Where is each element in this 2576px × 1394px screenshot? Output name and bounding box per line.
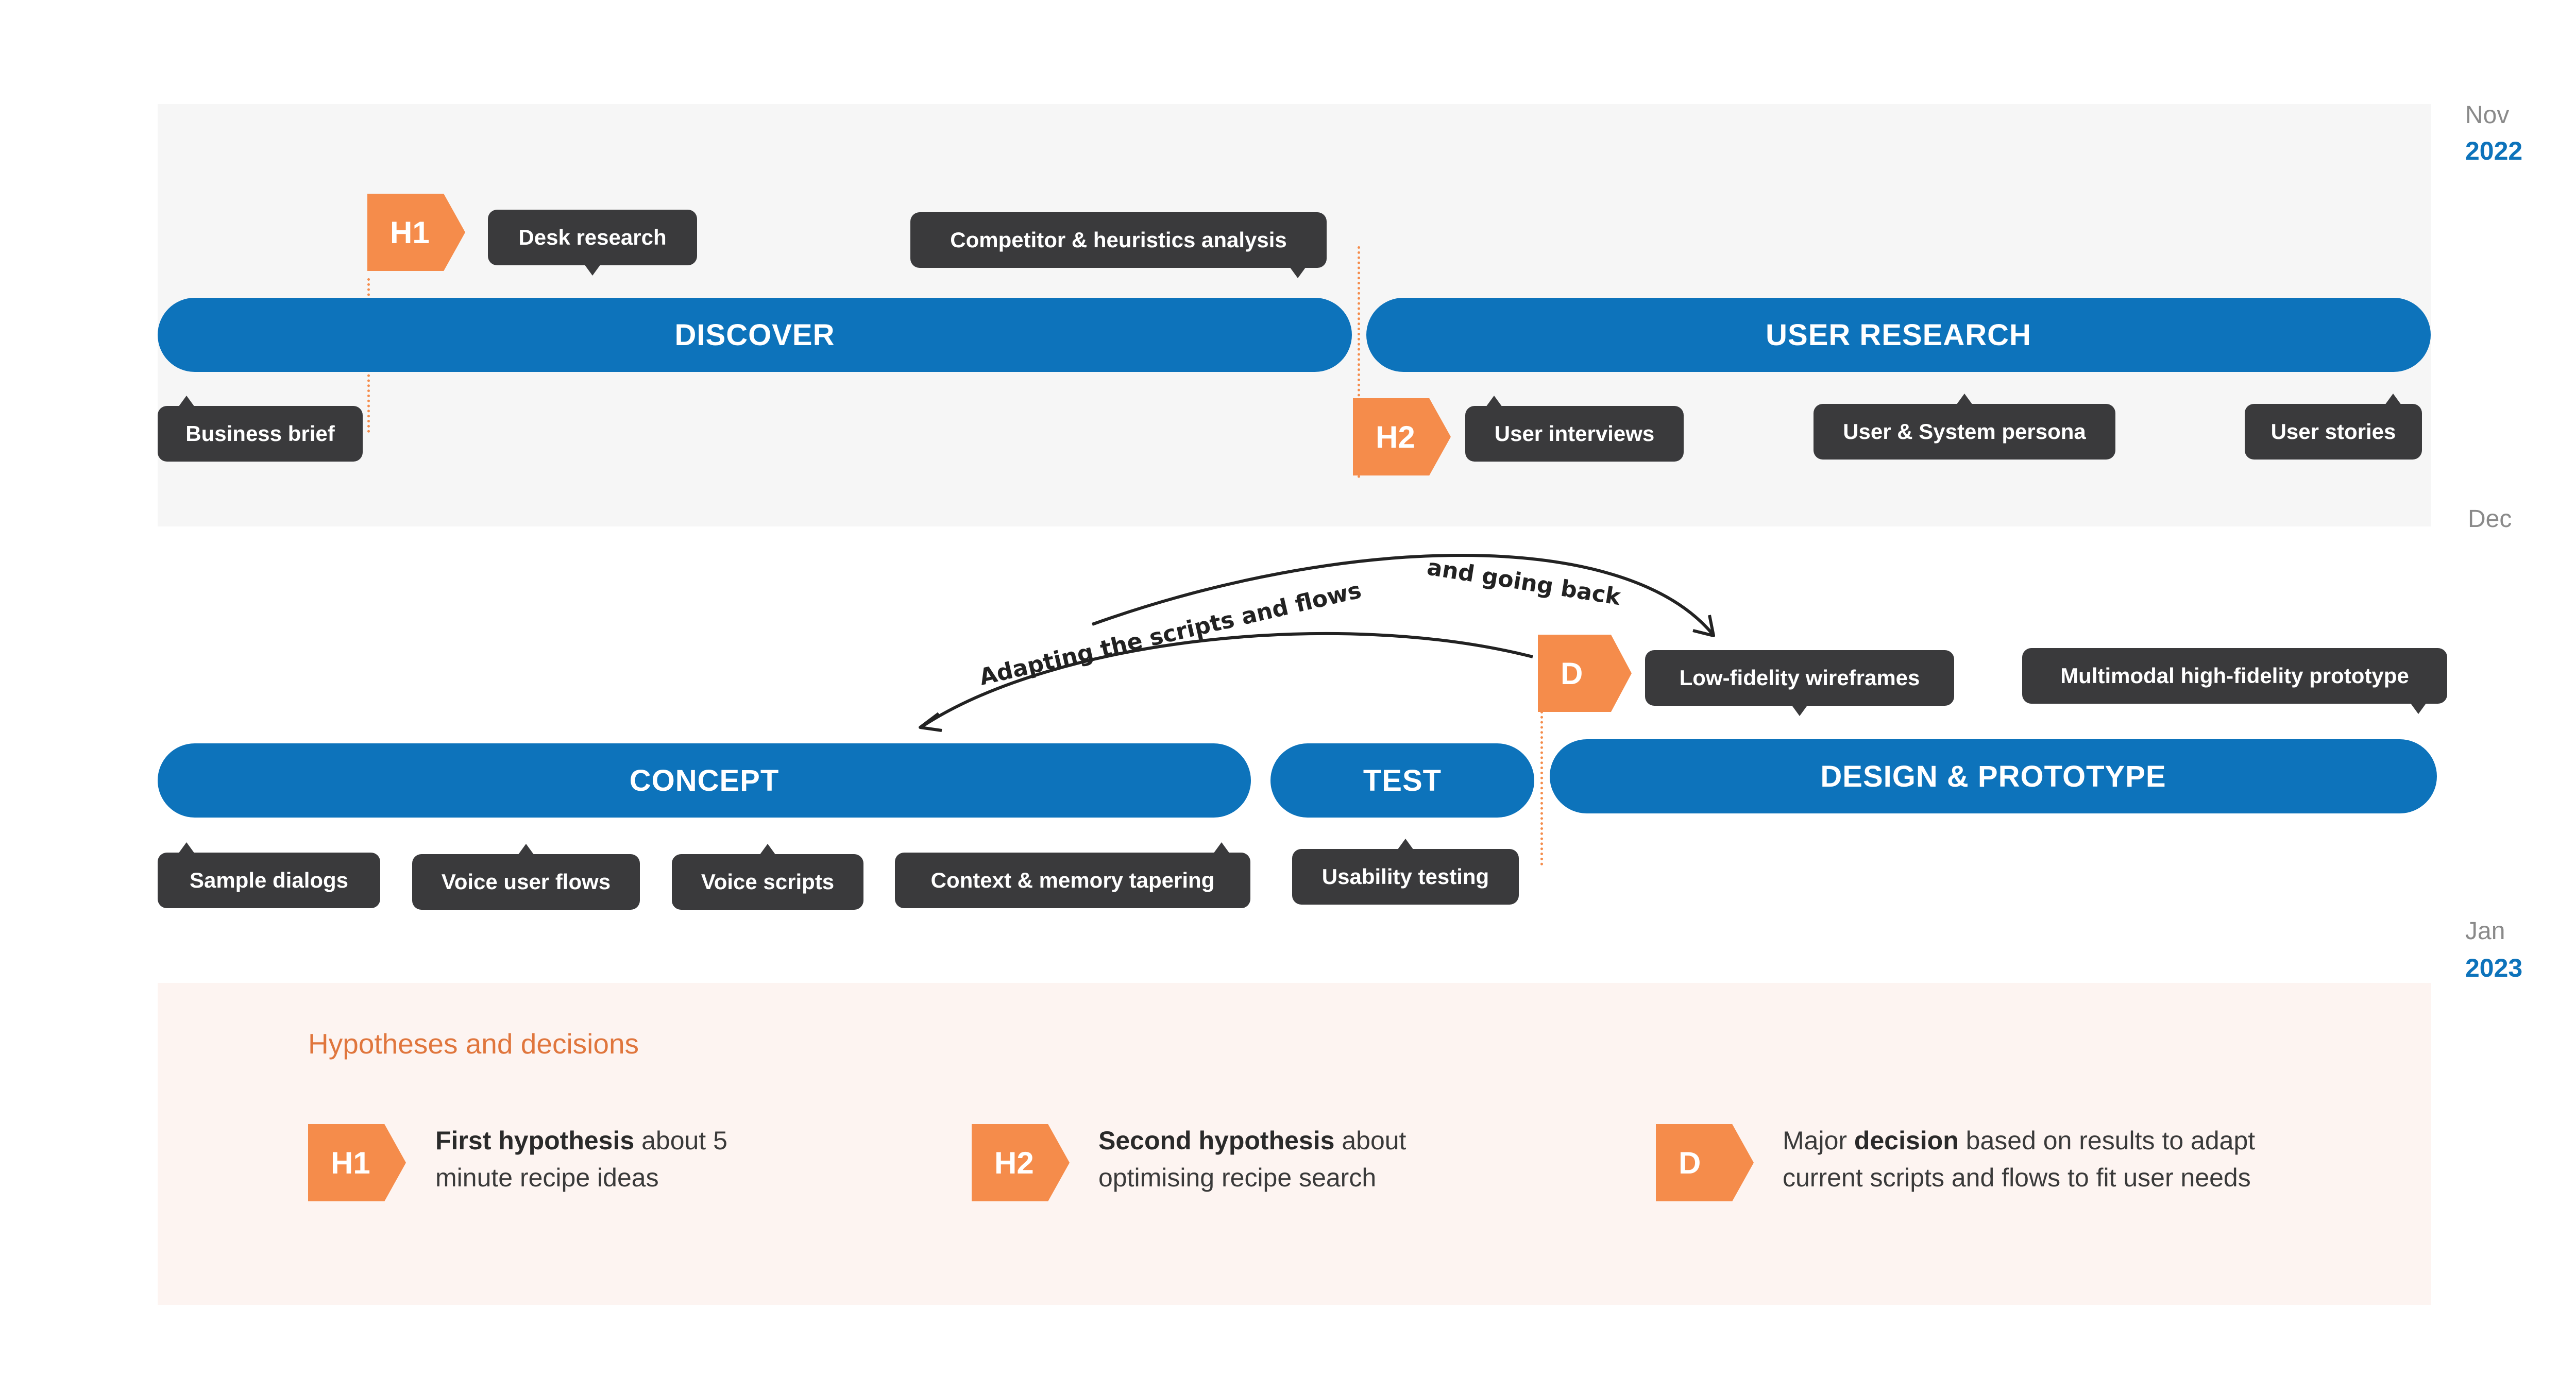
legend-h2-bold: Second hypothesis [1098, 1126, 1335, 1155]
month-nov: Nov [2465, 101, 2510, 129]
legend-title: Hypotheses and decisions [308, 1028, 639, 1060]
activity-business-brief: Business brief [158, 396, 363, 462]
phase-user-research: USER RESEARCH [1366, 298, 2431, 372]
month-dec: Dec [2468, 505, 2512, 533]
phase-discover: DISCOVER [158, 298, 1352, 372]
phase-concept: CONCEPT [158, 743, 1251, 818]
legend-h1-line2: minute recipe ideas [435, 1163, 659, 1192]
legend-d-bold: decision [1854, 1126, 1959, 1155]
d-connector [1540, 711, 1543, 865]
activity-user-stories: User stories [2245, 394, 2422, 460]
legend-marker-d: D [1656, 1124, 1754, 1201]
going-back-label: and going back [1425, 554, 1623, 610]
going-back-arrow-head [1692, 615, 1715, 637]
activity-competitor-analysis: Competitor & heuristics analysis [910, 212, 1327, 278]
legend-d-rest: based on results to adapt [1958, 1126, 2256, 1155]
legend-h2-line2: optimising recipe search [1098, 1163, 1377, 1192]
activity-user-interviews: User interviews [1465, 396, 1684, 462]
legend-h1-text: First hypothesis about 5 minute recipe i… [435, 1122, 1002, 1196]
legend-d-text: Major decision based on results to adapt… [1783, 1122, 2427, 1196]
activity-voice-user-flows: Voice user flows [412, 844, 640, 910]
legend-h2-text: Second hypothesis about optimising recip… [1098, 1122, 1665, 1196]
legend-h2-rest: about [1334, 1126, 1406, 1155]
activity-voice-scripts: Voice scripts [672, 844, 863, 910]
month-jan: Jan [2465, 917, 2505, 945]
year-2023: 2023 [2465, 954, 2523, 982]
marker-h2: H2 [1353, 398, 1451, 475]
legend-h1-rest: about 5 [634, 1126, 727, 1155]
activity-high-fidelity-prototype: Multimodal high-fidelity prototype [2022, 648, 2447, 714]
marker-d: D [1538, 635, 1632, 712]
activity-desk-research: Desk research [488, 210, 697, 276]
legend-h1-bold: First hypothesis [435, 1126, 635, 1155]
legend-marker-h1: H1 [308, 1124, 406, 1201]
activity-sample-dialogs: Sample dialogs [158, 842, 380, 908]
legend-band [158, 983, 2431, 1305]
activity-user-system-persona: User & System persona [1814, 394, 2115, 460]
activity-context-memory-tapering: Context & memory tapering [895, 842, 1250, 908]
going-back-arrow [1091, 554, 1715, 636]
legend-marker-h2: H2 [972, 1124, 1070, 1201]
adapting-arrow [921, 632, 1533, 728]
activity-usability-testing: Usability testing [1292, 839, 1519, 905]
legend-d-line2: current scripts and flows to fit user ne… [1783, 1163, 2251, 1192]
year-2022: 2022 [2465, 137, 2523, 165]
activity-low-fidelity-wireframes: Low-fidelity wireframes [1645, 650, 1954, 716]
h2-connector [1358, 246, 1360, 478]
phase-test: TEST [1270, 743, 1534, 818]
legend-d-pre: Major [1783, 1126, 1854, 1155]
marker-h1: H1 [367, 194, 465, 271]
phase-design-prototype: DESIGN & PROTOTYPE [1550, 739, 2437, 813]
adapting-arrow-head [919, 712, 942, 732]
